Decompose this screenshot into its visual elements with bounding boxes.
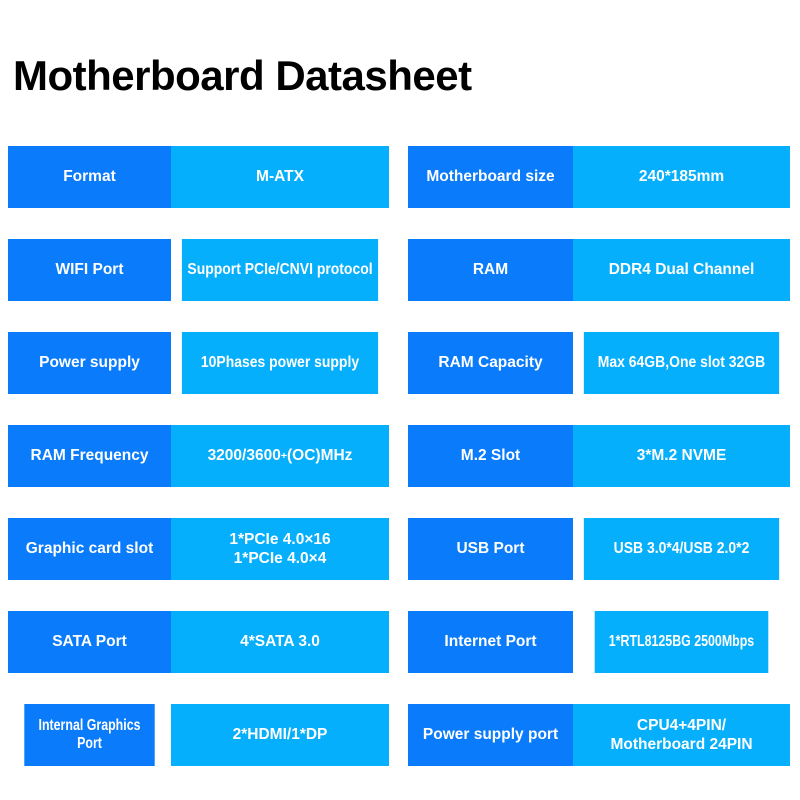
spec-value-usb-port: USB 3.0*4/USB 2.0*2 bbox=[583, 518, 780, 580]
spec-value-power-supply-port: CPU4+4PIN/ Motherboard 24PIN bbox=[573, 704, 790, 766]
spec-label-power-supply: Power supply bbox=[8, 332, 171, 394]
table-row: Power supply 10Phases power supply bbox=[8, 332, 389, 394]
spec-label-ram-frequency: RAM Frequency bbox=[8, 425, 171, 487]
spec-value-m2-slot: 3*M.2 NVME bbox=[573, 425, 790, 487]
spec-value-ram-frequency: 3200/3600+(OC)MHz bbox=[171, 425, 389, 487]
table-row: SATA Port 4*SATA 3.0 bbox=[8, 611, 389, 673]
power-supply-port-line-2: Motherboard 24PIN bbox=[610, 736, 753, 753]
spec-value-graphic-card-slot: 1*PCIe 4.0×16 1*PCIe 4.0×4 bbox=[171, 518, 389, 580]
table-row: M.2 Slot 3*M.2 NVME bbox=[408, 425, 790, 487]
spec-value-motherboard-size: 240*185mm bbox=[573, 146, 790, 208]
table-row: RAM Capacity Max 64GB,One slot 32GB bbox=[408, 332, 790, 394]
spec-value-ram: DDR4 Dual Channel bbox=[573, 239, 790, 301]
spec-label-format: Format bbox=[8, 146, 171, 208]
spec-table-right: Motherboard size 240*185mm RAM DDR4 Dual… bbox=[408, 146, 790, 797]
graphic-card-slot-line-2: 1*PCIe 4.0×4 bbox=[233, 550, 327, 567]
graphic-card-slot-line-1: 1*PCIe 4.0×16 bbox=[229, 530, 331, 548]
spec-value-sata-port: 4*SATA 3.0 bbox=[171, 611, 389, 673]
ram-frequency-suffix: (OC)MHz bbox=[287, 446, 353, 464]
spec-value-ram-capacity: Max 64GB,One slot 32GB bbox=[583, 332, 780, 394]
table-row: Power supply port CPU4+4PIN/ Motherboard… bbox=[408, 704, 790, 766]
spec-label-graphic-card-slot: Graphic card slot bbox=[8, 518, 171, 580]
table-row: USB Port USB 3.0*4/USB 2.0*2 bbox=[408, 518, 790, 580]
spec-label-motherboard-size: Motherboard size bbox=[408, 146, 573, 208]
spec-value-format: M-ATX bbox=[171, 146, 389, 208]
table-row: RAM DDR4 Dual Channel bbox=[408, 239, 790, 301]
spec-value-wifi-port: Support PCIe/CNVI protocol bbox=[181, 239, 379, 301]
spec-label-internal-graphics-port: Internal Graphics Port bbox=[24, 704, 155, 766]
table-row: Graphic card slot 1*PCIe 4.0×16 1*PCIe 4… bbox=[8, 518, 389, 580]
table-row: Motherboard size 240*185mm bbox=[408, 146, 790, 208]
table-row: RAM Frequency 3200/3600+(OC)MHz bbox=[8, 425, 389, 487]
spec-label-sata-port: SATA Port bbox=[8, 611, 171, 673]
spec-label-usb-port: USB Port bbox=[408, 518, 573, 580]
spec-label-ram-capacity: RAM Capacity bbox=[408, 332, 573, 394]
table-row: WIFI Port Support PCIe/CNVI protocol bbox=[8, 239, 389, 301]
power-supply-port-line-1: CPU4+4PIN/ bbox=[636, 716, 727, 734]
table-row: Format M-ATX bbox=[8, 146, 389, 208]
spec-table-left: Format M-ATX WIFI Port Support PCIe/CNVI… bbox=[8, 146, 389, 797]
spec-label-m2-slot: M.2 Slot bbox=[408, 425, 573, 487]
ram-frequency-base: 3200/3600 bbox=[207, 446, 281, 464]
spec-label-ram: RAM bbox=[408, 239, 573, 301]
spec-label-internet-port: Internet Port bbox=[408, 611, 573, 673]
spec-value-internal-graphics-port: 2*HDMI/1*DP bbox=[171, 704, 389, 766]
spec-label-wifi-port: WIFI Port bbox=[8, 239, 171, 301]
page-title: Motherboard Datasheet bbox=[13, 52, 472, 99]
spec-value-internet-port: 1*RTL8125BG 2500Mbps bbox=[594, 611, 769, 673]
table-row: Internal Graphics Port 2*HDMI/1*DP bbox=[8, 704, 389, 766]
spec-label-power-supply-port: Power supply port bbox=[408, 704, 573, 766]
spec-value-power-supply: 10Phases power supply bbox=[181, 332, 379, 394]
table-row: Internet Port 1*RTL8125BG 2500Mbps bbox=[408, 611, 790, 673]
